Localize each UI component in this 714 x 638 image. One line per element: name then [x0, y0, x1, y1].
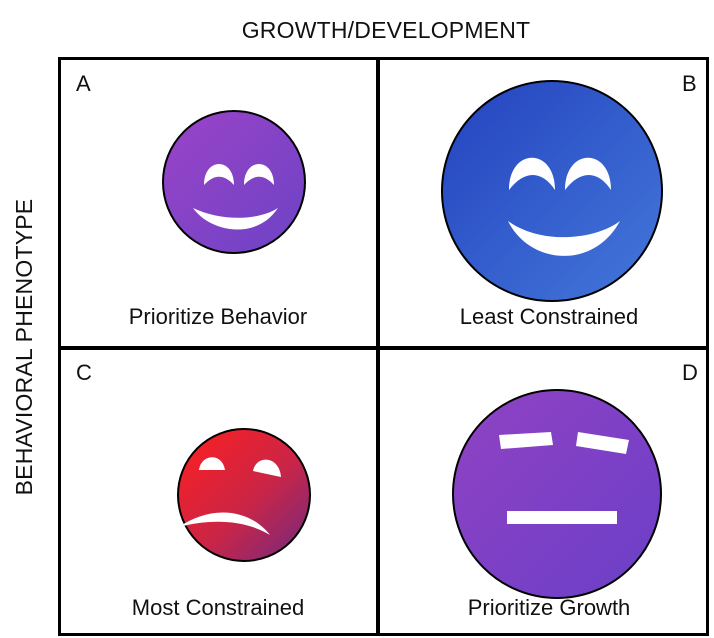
face-c [177, 428, 311, 562]
quadrant-c-label: C [76, 360, 92, 385]
least-constrained-caption: Least Constrained [459, 304, 639, 329]
quadrant-b-label: B [682, 71, 697, 96]
quadrant-a-label: A [76, 71, 91, 96]
quadrant-d-label: D [682, 360, 698, 385]
face-a [162, 110, 306, 254]
quadrant-grid: A B C D Prioritize Behavior Least Constr… [58, 57, 709, 636]
most-constrained-caption: Most Constrained [131, 595, 305, 620]
face-b [441, 80, 663, 302]
behavioral-phenotype-axis-title: BEHAVIORAL PHENOTYPE [11, 198, 37, 496]
prioritize-behavior-caption: Prioritize Behavior [128, 304, 308, 329]
prioritize-growth-caption: Prioritize Growth [467, 595, 631, 620]
growth-development-axis-title: GROWTH/DEVELOPMENT [241, 17, 531, 43]
face-d [452, 389, 662, 599]
quadrant-grid-lines [58, 57, 709, 636]
